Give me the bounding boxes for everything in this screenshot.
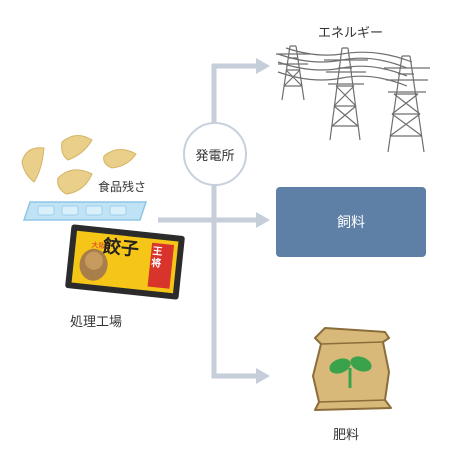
- power-plant-node: 発電所: [183, 122, 247, 186]
- dumplings-icon: [21, 135, 137, 195]
- power-tower-icon: [276, 45, 430, 153]
- feed-label: 飼料: [337, 215, 365, 231]
- arrowhead-feed: [256, 212, 270, 228]
- fertilizer-bag-icon: [312, 327, 392, 411]
- arrowhead-fertilizer: [256, 368, 270, 384]
- processing-plant-label: 処理工場: [70, 315, 123, 330]
- tray-icon: [22, 201, 148, 221]
- feed-box: 飼料: [276, 187, 426, 257]
- power-plant-label: 発電所: [195, 148, 235, 164]
- package-sub-text: 王将: [150, 246, 163, 270]
- gyoza-package-icon: [65, 224, 185, 300]
- energy-label: エネルギー: [318, 26, 384, 41]
- arrowhead-energy: [256, 58, 270, 74]
- package-main-text: 餃子: [101, 236, 140, 261]
- fertilizer-label: 肥料: [333, 428, 360, 443]
- package-small-text: 大阪: [91, 240, 106, 251]
- food-waste-label: 食品残さ: [98, 180, 147, 194]
